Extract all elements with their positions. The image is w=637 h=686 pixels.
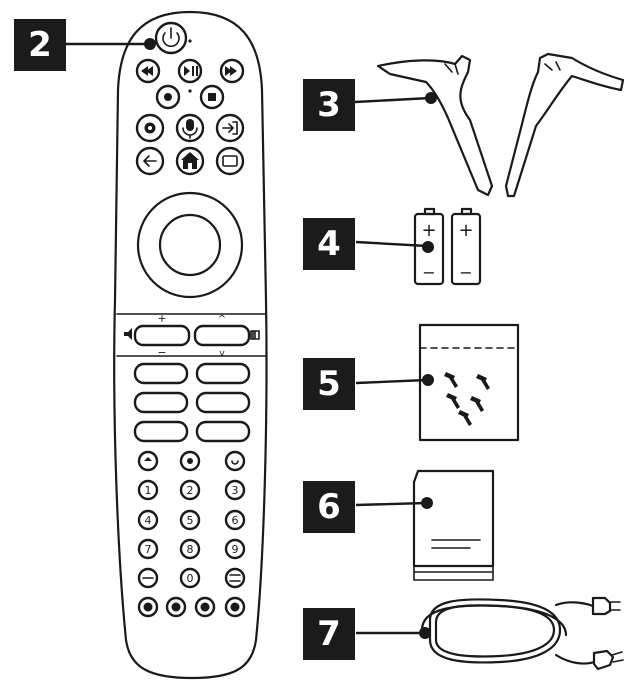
record-row [155, 84, 225, 110]
nav-row [135, 146, 245, 176]
key-5: 5 [187, 514, 194, 527]
volume-up-sign: + [157, 312, 166, 325]
screw-bag [418, 323, 520, 442]
color-keys [137, 596, 246, 618]
callout-5-screws: 5 [303, 358, 355, 410]
key-7: 7 [145, 543, 152, 556]
key-6: 6 [232, 514, 239, 527]
battery-minus-sign: − [422, 263, 435, 282]
battery-plus-sign: + [458, 220, 473, 241]
key-9: 9 [232, 543, 239, 556]
manual-book [412, 469, 495, 581]
stand-legs [376, 52, 625, 198]
channel-up-sign: ^ [218, 314, 226, 325]
small-function-keys [137, 450, 246, 472]
number-keys: 1 2 3 4 5 6 7 8 9 0 [137, 479, 246, 589]
navigation-ring [136, 191, 244, 299]
screw-icons [444, 372, 490, 426]
key-4: 4 [145, 514, 152, 527]
battery-plus-sign: + [421, 220, 436, 241]
remote-control: + − ^ v 1 2 3 4 5 6 [113, 10, 268, 680]
volume-down-sign: − [157, 346, 166, 359]
key-2: 2 [187, 484, 194, 497]
rocker-area: + − ^ v [124, 312, 260, 359]
callout-6-manual: 6 [303, 481, 355, 533]
plug-top [591, 596, 612, 616]
speaker-icon [124, 328, 132, 340]
pill-keys [133, 362, 251, 443]
leader-lines [66, 38, 437, 639]
key-1: 1 [145, 484, 152, 497]
volume-rocker [133, 324, 191, 347]
key-3: 3 [232, 484, 239, 497]
media-row [135, 58, 245, 84]
batteries: + − + − [413, 207, 482, 286]
callout-2-remote: 2 [14, 19, 66, 71]
callout-3-stand: 3 [303, 79, 355, 131]
callout-7-cable: 7 [303, 608, 355, 660]
key-8: 8 [187, 543, 194, 556]
guide-icon [215, 146, 245, 176]
channel-rocker [193, 324, 251, 347]
plug-bottom [592, 649, 615, 671]
power-cable [420, 596, 624, 671]
callout-4-batteries: 4 [303, 218, 355, 270]
channel-icon [250, 330, 260, 340]
function-row [135, 113, 245, 143]
battery-minus-sign: − [459, 263, 472, 282]
key-0: 0 [187, 572, 194, 585]
power-button [154, 21, 192, 55]
channel-down-sign: v [219, 349, 225, 359]
